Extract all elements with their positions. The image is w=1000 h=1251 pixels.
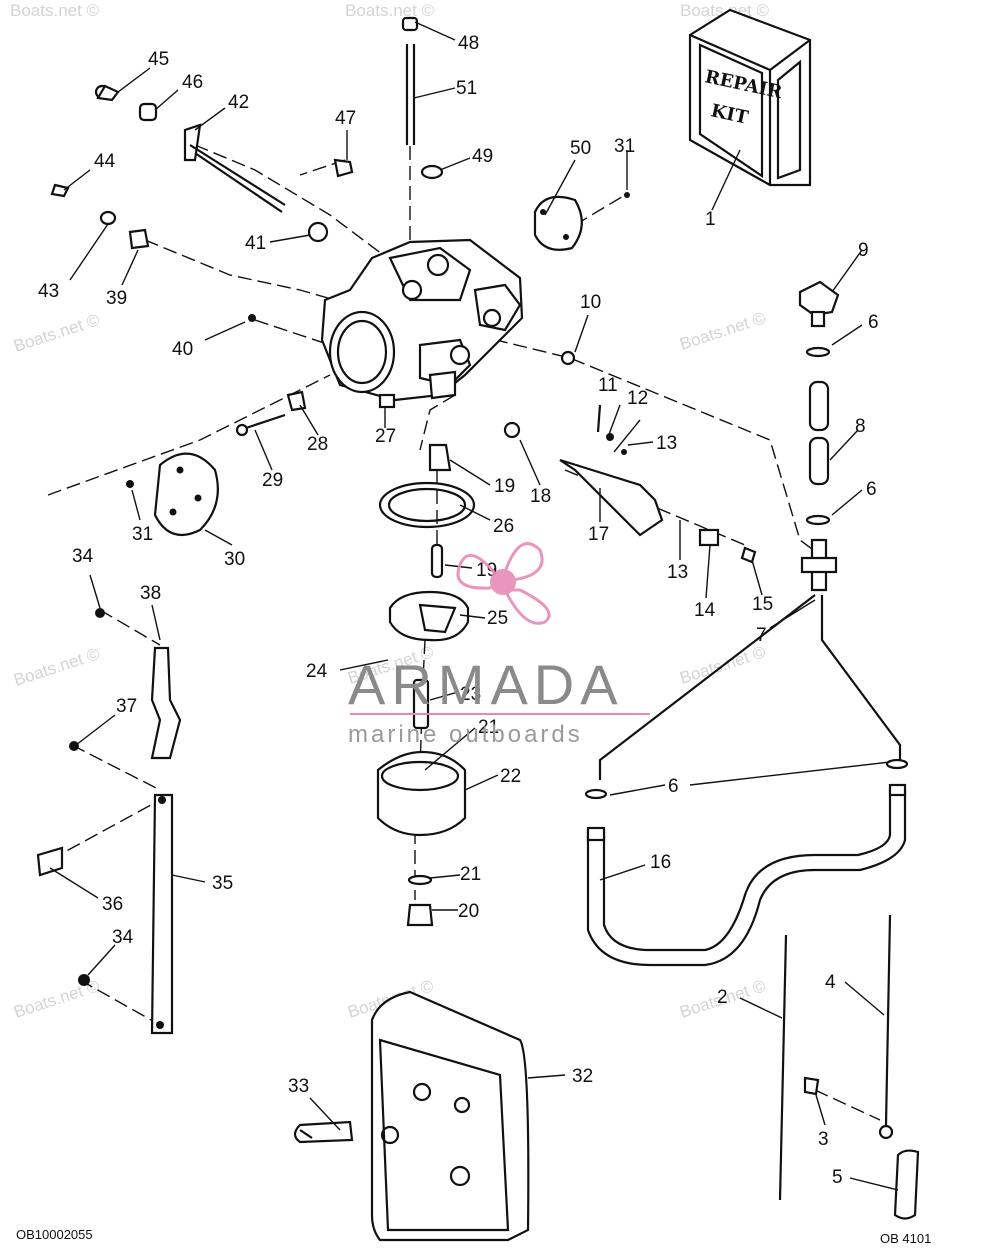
propeller-blade bbox=[456, 554, 503, 590]
callout-29: 29 bbox=[262, 470, 283, 491]
callout-31: 31 bbox=[132, 524, 153, 545]
callout-3: 3 bbox=[818, 1129, 829, 1150]
callout-23: 23 bbox=[460, 684, 481, 705]
float-bowl-assembly bbox=[376, 443, 476, 927]
callout-41: 41 bbox=[245, 233, 266, 254]
link-rods bbox=[778, 914, 920, 1220]
callout-38: 38 bbox=[140, 583, 161, 604]
callout-6: 6 bbox=[868, 312, 879, 333]
callout-39: 39 bbox=[106, 288, 127, 309]
callout-2: 2 bbox=[717, 987, 728, 1008]
callout-50: 50 bbox=[570, 138, 591, 159]
callout-8: 8 bbox=[855, 416, 866, 437]
callout-24: 24 bbox=[306, 661, 328, 682]
callout-7: 7 bbox=[756, 625, 767, 646]
callout-6: 6 bbox=[668, 776, 679, 797]
propeller-blade bbox=[503, 542, 544, 582]
brand-tagline: marine outboards bbox=[348, 721, 583, 748]
watermark: Boats.net © bbox=[345, 1, 435, 20]
callout-26: 26 bbox=[493, 516, 514, 537]
brand-watermark: ARMADA marine outboards bbox=[348, 542, 650, 748]
watermark: Boats.net © bbox=[677, 308, 768, 354]
callout-18: 18 bbox=[530, 486, 551, 507]
callout-35: 35 bbox=[212, 873, 233, 894]
callout-13: 13 bbox=[667, 562, 688, 583]
callout-30: 30 bbox=[224, 549, 245, 570]
callout-12: 12 bbox=[627, 388, 648, 409]
callout-16: 16 bbox=[650, 852, 671, 873]
callout-27: 27 bbox=[375, 426, 396, 447]
callout-32: 32 bbox=[572, 1066, 593, 1087]
diagram-code-right: OB 4101 bbox=[880, 1231, 931, 1246]
plate-and-screws bbox=[126, 16, 630, 537]
callout-15: 15 bbox=[752, 594, 773, 615]
callout-45: 45 bbox=[148, 49, 169, 70]
propeller-blade bbox=[502, 588, 551, 625]
callout-13: 13 bbox=[656, 433, 677, 454]
callout-21: 21 bbox=[460, 864, 481, 885]
callout-10: 10 bbox=[580, 292, 601, 313]
callout-19: 19 bbox=[494, 476, 515, 497]
callout-5: 5 bbox=[832, 1167, 843, 1188]
repair-kit-box: REPAIR KIT bbox=[688, 8, 812, 187]
callout-46: 46 bbox=[182, 72, 203, 93]
callout-31: 31 bbox=[614, 136, 635, 157]
carburetor-body bbox=[320, 238, 524, 409]
callout-43: 43 bbox=[38, 281, 59, 302]
watermark: Boats.net © bbox=[11, 310, 102, 356]
leader-lines bbox=[49, 21, 899, 1191]
callout-4: 4 bbox=[825, 972, 836, 993]
watermark: Boats.net © bbox=[680, 1, 770, 20]
callout-37: 37 bbox=[116, 696, 137, 717]
propeller-logo-icon bbox=[456, 542, 551, 625]
callout-42: 42 bbox=[228, 92, 249, 113]
air-silencer-cover bbox=[293, 990, 530, 1242]
callout-51: 51 bbox=[456, 78, 477, 99]
brand-underline bbox=[350, 713, 650, 715]
brand-name: ARMADA bbox=[348, 653, 624, 716]
adjustment-lever-and-link bbox=[36, 608, 182, 1035]
callout-11: 11 bbox=[598, 375, 618, 396]
callout-17: 17 bbox=[588, 524, 609, 545]
callout-6: 6 bbox=[866, 479, 877, 500]
callout-47: 47 bbox=[335, 108, 356, 129]
callout-14: 14 bbox=[694, 600, 716, 621]
callout-1: 1 bbox=[705, 209, 716, 230]
callout-33: 33 bbox=[288, 1076, 309, 1097]
callout-34: 34 bbox=[112, 927, 134, 948]
watermark: Boats.net © bbox=[11, 644, 102, 690]
callout-9: 9 bbox=[858, 240, 869, 261]
throttle-and-choke-linkage bbox=[50, 84, 757, 564]
callout-21: 21 bbox=[478, 717, 499, 738]
callout-49: 49 bbox=[472, 146, 493, 167]
callout-36: 36 bbox=[102, 894, 123, 915]
callout-20: 20 bbox=[458, 901, 479, 922]
callout-28: 28 bbox=[307, 434, 328, 455]
watermark: Boats.net © bbox=[10, 1, 100, 20]
callout-34: 34 bbox=[72, 546, 94, 567]
callout-44: 44 bbox=[94, 151, 116, 172]
diagram-code-left: OB10002055 bbox=[16, 1227, 93, 1242]
callout-25: 25 bbox=[487, 608, 508, 629]
callout-40: 40 bbox=[172, 339, 193, 360]
callout-labels: 1 2 3 4 5 6 6 6 6 7 8 9 10 11 12 13 13 1… bbox=[38, 33, 879, 1188]
callout-22: 22 bbox=[500, 766, 521, 787]
propeller-hub bbox=[490, 569, 516, 595]
fuel-fittings-and-hoses bbox=[584, 280, 909, 967]
callout-48: 48 bbox=[458, 33, 479, 54]
